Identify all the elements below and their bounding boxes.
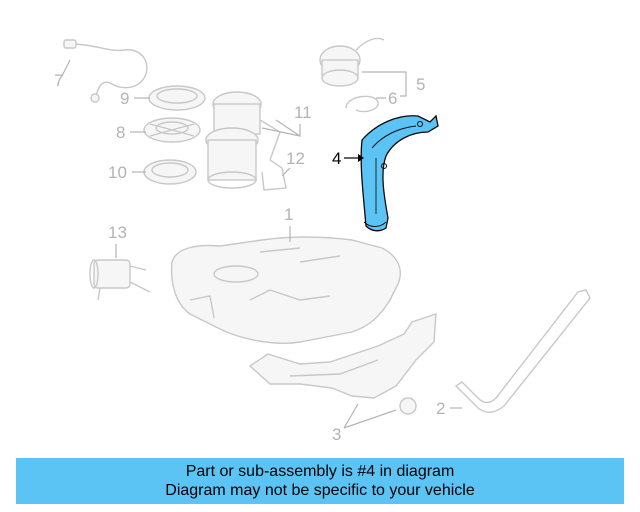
part-13-fuel-filter	[89, 259, 151, 301]
banner-line-1: Part or sub-assembly is #4 in diagram	[185, 463, 455, 480]
part-9-seal-ring	[148, 85, 206, 111]
filler-neck-highlight	[360, 114, 439, 232]
callout-13: 13	[108, 223, 127, 242]
part-11-fuel-pump-module	[205, 91, 287, 191]
parts-diagram: 7 9 8 10 11 12 5	[54, 37, 591, 444]
callout-4: 4	[332, 149, 341, 168]
info-banner: Part or sub-assembly is #4 in diagram Di…	[16, 458, 624, 504]
part-10-gasket	[143, 159, 197, 185]
part-4-filler-neck	[360, 114, 439, 232]
part-5-filler-cap	[319, 37, 385, 87]
part-6-clip	[345, 95, 379, 113]
part-2-tank-strap	[454, 289, 591, 413]
callout-5: 5	[416, 75, 425, 94]
callout-8: 8	[116, 123, 125, 142]
callout-6: 6	[388, 89, 397, 108]
part-3-heat-shield	[248, 313, 437, 415]
banner-line-2: Diagram may not be specific to your vehi…	[165, 482, 475, 499]
callout-10: 10	[108, 163, 127, 182]
callout-3: 3	[332, 425, 341, 444]
callout-12: 12	[286, 149, 305, 168]
callout-7: 7	[54, 71, 63, 90]
callout-1: 1	[284, 205, 293, 224]
callout-2: 2	[436, 399, 445, 418]
part-7-sensor-wire	[63, 39, 148, 103]
part-8-lock-ring	[143, 117, 201, 143]
callout-11: 11	[294, 103, 312, 122]
part-1-fuel-tank	[170, 236, 401, 344]
callout-9: 9	[120, 89, 129, 108]
